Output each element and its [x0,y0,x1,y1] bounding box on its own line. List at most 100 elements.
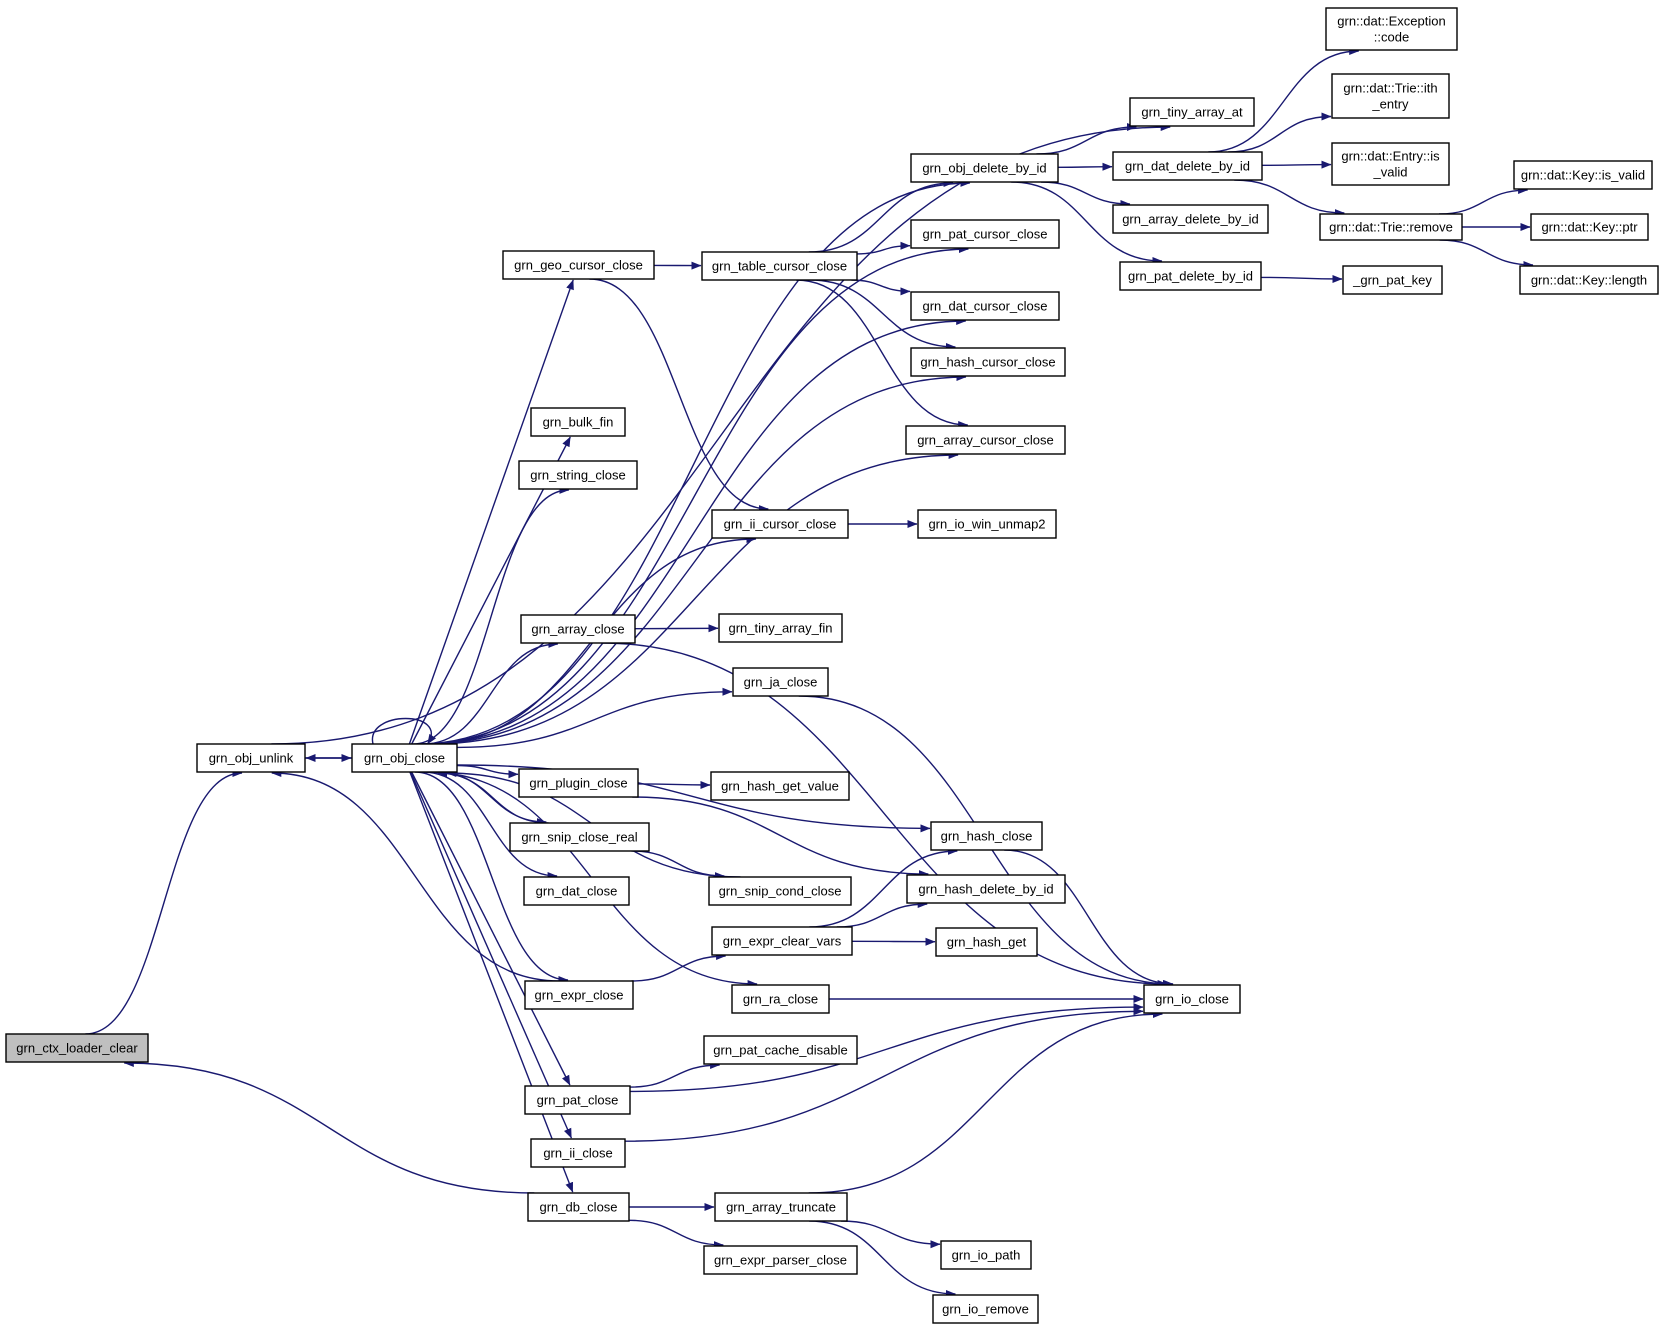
edge-table_cursor_close-to-array_cursor_close [796,279,969,429]
node-pat_delete_by_id[interactable]: grn_pat_delete_by_id [1119,261,1262,291]
node-ii_cursor_close[interactable]: grn_ii_cursor_close [711,509,849,539]
node-io_close[interactable]: grn_io_close [1143,984,1241,1014]
node-label: _grn_pat_key [1352,273,1432,288]
node-box [524,980,634,1010]
node-dat_exception_code[interactable]: grn::dat::Exception::code [1325,7,1458,51]
node-pat_close[interactable]: grn_pat_close [524,1085,631,1115]
node-array_close[interactable]: grn_array_close [520,614,636,644]
node-hash_get_value[interactable]: grn_hash_get_value [710,771,850,801]
node-geo_cursor_close[interactable]: grn_geo_cursor_close [502,250,655,280]
node-label: _valid [1373,165,1408,180]
node-hash_close[interactable]: grn_hash_close [930,821,1043,851]
edge-obj_close-to-geo_cursor_close [408,279,574,745]
edge-obj_close-to-dat_cursor_close [422,317,967,745]
node-expr_close[interactable]: grn_expr_close [524,980,634,1010]
node-box [703,1245,858,1275]
node-obj_unlink[interactable]: grn_obj_unlink [196,743,306,773]
node-label: grn_ra_close [743,992,818,1007]
node-ra_close[interactable]: grn_ra_close [731,984,830,1014]
node-box [1112,204,1269,234]
edge-ctx_loader_clear-to-obj_unlink [85,769,243,1035]
edge-obj_delete_by_id-to-pat_delete_by_id [1011,181,1163,265]
edge-obj_close-to-hash_cursor_close [425,373,967,745]
edge-obj_close-to-ii_close [409,771,573,1139]
node-label: grn_db_close [539,1200,617,1215]
node-label: grn_ctx_loader_clear [16,1041,138,1056]
edge-dat_delete_by_id-to-dat_trie_remove [1234,179,1345,217]
node-bulk_fin[interactable]: grn_bulk_fin [530,407,626,437]
node-io_remove[interactable]: grn_io_remove [932,1294,1039,1324]
edge-geo_cursor_close-to-ii_cursor_close [589,278,769,513]
edge-pat_close-to-io_close [629,1003,1144,1093]
node-dat_trie_remove[interactable]: grn::dat::Trie::remove [1319,213,1463,241]
node-box [731,984,830,1014]
node-box [1513,160,1653,190]
node-label: grn_geo_cursor_close [514,258,643,273]
node-box [524,1085,631,1115]
node-pat_cache_disable[interactable]: grn_pat_cache_disable [703,1035,858,1065]
node-dat_key_ptr[interactable]: grn::dat::Key::ptr [1530,213,1649,241]
node-ii_close[interactable]: grn_ii_close [530,1138,626,1168]
edge-dat_trie_remove-to-dat_key_length [1439,239,1534,269]
node-label: grn_hash_get_value [721,779,839,794]
node-box [714,1192,848,1222]
edge-pat_close-to-pat_cache_disable [629,1061,721,1088]
node-hash_delete_by_id[interactable]: grn_hash_delete_by_id [906,874,1066,904]
node-label: grn_hash_close [941,829,1033,844]
node-label: grn_obj_close [364,751,445,766]
node-box [5,1033,149,1063]
node-box [523,876,630,906]
node-obj_close[interactable]: grn_obj_close [351,743,458,773]
node-dat_trie_ith_entry[interactable]: grn::dat::Trie::ith_entry [1331,73,1450,119]
node-ja_close[interactable]: grn_ja_close [732,667,829,697]
node-ctx_loader_clear[interactable]: grn_ctx_loader_clear [5,1033,149,1063]
node-expr_parser_close[interactable]: grn_expr_parser_close [703,1245,858,1275]
edges-layer [85,47,1534,1298]
node-box [530,1138,626,1168]
node-box [1325,7,1458,51]
node-array_cursor_close[interactable]: grn_array_cursor_close [905,425,1066,455]
node-obj_delete_by_id[interactable]: grn_obj_delete_by_id [910,153,1059,183]
node-tiny_array_at[interactable]: grn_tiny_array_at [1129,97,1255,127]
edge-table_cursor_close-to-dat_cursor_close [851,279,911,296]
edge-snip_close_real-to-snip_cond_close [631,850,725,880]
node-box [196,743,306,773]
node-box [910,291,1060,321]
node-box [701,251,858,281]
node-label: grn_hash_get [947,935,1027,950]
node-dat_close[interactable]: grn_dat_close [523,876,630,906]
node-box [1331,73,1450,119]
node-plugin_close[interactable]: grn_plugin_close [518,768,639,798]
node-tiny_array_fin[interactable]: grn_tiny_array_fin [718,613,843,643]
node-io_path[interactable]: grn_io_path [940,1240,1032,1270]
node-dat_key_is_valid[interactable]: grn::dat::Key::is_valid [1513,160,1653,190]
node-box [703,1035,858,1065]
node-dat_cursor_close[interactable]: grn_dat_cursor_close [910,291,1060,321]
node-string_close[interactable]: grn_string_close [518,460,638,490]
node-hash_get[interactable]: grn_hash_get [935,927,1038,957]
node-box [1319,213,1463,241]
node-snip_close_real[interactable]: grn_snip_close_real [509,822,650,852]
node-dat_key_length[interactable]: grn::dat::Key::length [1519,265,1659,295]
node-db_close[interactable]: grn_db_close [527,1192,630,1222]
node-pat_key[interactable]: _grn_pat_key [1342,265,1443,295]
node-box [711,509,849,539]
node-dat_delete_by_id[interactable]: grn_dat_delete_by_id [1112,151,1263,181]
node-dat_entry_is_valid[interactable]: grn::dat::Entry::is_valid [1331,142,1450,186]
edge-table_cursor_close-to-pat_cursor_close [856,241,911,255]
edge-ii_close-to-io_close [624,1007,1144,1142]
node-array_truncate[interactable]: grn_array_truncate [714,1192,848,1222]
edge-obj_close-to-string_close [413,486,570,745]
edge-obj_close-to-db_close [409,771,574,1193]
edge-expr_clear_vars-to-hash_close [809,847,958,928]
node-label: grn::dat::Key::is_valid [1521,168,1645,183]
node-table_cursor_close[interactable]: grn_table_cursor_close [701,251,858,281]
node-io_win_unmap2[interactable]: grn_io_win_unmap2 [917,509,1057,539]
node-array_delete_by_id[interactable]: grn_array_delete_by_id [1112,204,1269,234]
node-expr_clear_vars[interactable]: grn_expr_clear_vars [711,926,853,956]
node-label: _entry [1371,97,1409,112]
node-hash_cursor_close[interactable]: grn_hash_cursor_close [910,347,1066,377]
node-snip_cond_close[interactable]: grn_snip_cond_close [708,876,852,906]
node-pat_cursor_close[interactable]: grn_pat_cursor_close [910,219,1060,249]
